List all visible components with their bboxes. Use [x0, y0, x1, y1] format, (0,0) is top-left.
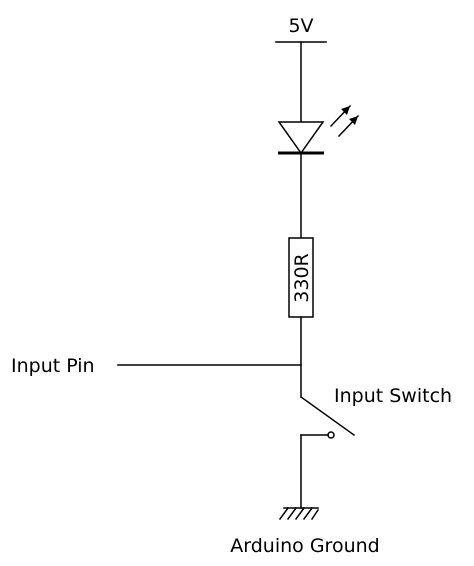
- ground-icon: Arduino Ground: [230, 506, 380, 557]
- supply-label: 5V: [288, 15, 313, 37]
- switch-icon: Input Switch: [299, 385, 452, 439]
- switch-label: Input Switch: [334, 385, 452, 407]
- input-pin: Input Pin: [11, 355, 302, 377]
- resistor-icon: 330R: [288, 237, 314, 318]
- led-icon: [277, 104, 360, 155]
- resistor-label: 330R: [291, 253, 313, 302]
- light-emission-arrows-icon: [329, 104, 360, 138]
- input-pin-label: Input Pin: [11, 355, 95, 377]
- ground-label: Arduino Ground: [230, 535, 379, 557]
- supply-5v: 5V: [275, 15, 327, 43]
